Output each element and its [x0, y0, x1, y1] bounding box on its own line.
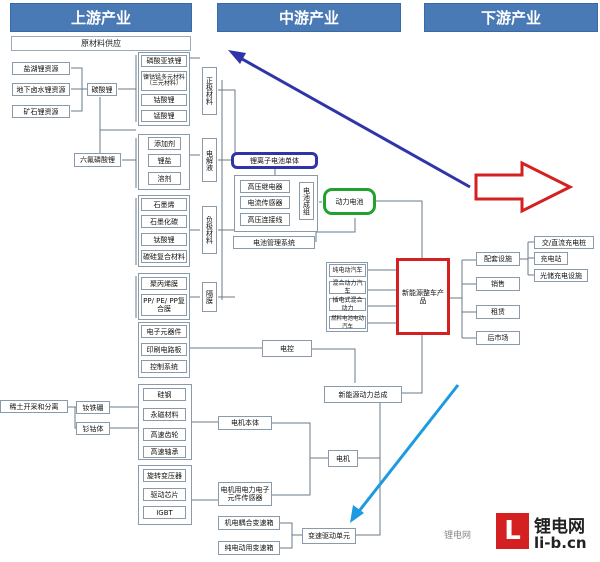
vehicle-hev: 混合动力汽车 [329, 280, 366, 295]
cathode-lmo: 锰酸锂 [141, 110, 187, 122]
input-brine: 地下卤水锂资源 [12, 83, 70, 96]
pcb: 印刷电路板 [141, 343, 187, 356]
vehicle-fcev: 燃料电池电动汽车 [329, 315, 366, 330]
hs-bearing: 高速轴承 [143, 446, 186, 458]
cathode-label: 正极材料 [202, 67, 217, 115]
anode-si-c: 碳硅复合材料 [141, 250, 187, 263]
facility-charging-station: 充电站 [534, 252, 568, 265]
electrolyte-salt: 锂盐 [148, 154, 181, 167]
battery-cell: 锂离子电池单体 [231, 152, 318, 169]
electrolyte-solvent: 溶剂 [148, 172, 181, 185]
control-system: 控制系统 [141, 360, 187, 373]
header-midstream: 中游产业 [217, 3, 401, 32]
part-relay: 高压继电器 [240, 180, 290, 193]
gearbox-coupling: 机电耦合变速箱 [218, 516, 280, 530]
rare-earth: 稀土开采和分离 [0, 400, 68, 413]
hs-gear: 高速齿轮 [143, 428, 186, 441]
motor-body: 电机本体 [218, 416, 272, 430]
watermark-text: 锂电网 [444, 531, 472, 541]
gearbox-ev: 纯电动用变速箱 [218, 541, 280, 555]
separator-composite: PP/ PE/ PP复合膜 [141, 294, 187, 316]
nev-product: 新能源整车产品 [396, 258, 450, 335]
drive-unit: 变速驱动单元 [302, 528, 356, 544]
separator-label: 隔膜 [202, 282, 217, 312]
vehicle-phev: 插电式混合动力 [329, 297, 366, 312]
downstream-aftermarket: 后市场 [476, 331, 520, 345]
header-upstream: 上游产业 [10, 3, 192, 32]
facility-charging-pile: 交/直流充电桩 [534, 236, 594, 249]
anode-graphitized-carbon: 石墨化碳 [141, 215, 187, 228]
raw-supply-label: 原材料供应 [11, 36, 191, 51]
anode-lto: 钛酸锂 [141, 233, 187, 246]
electrolyte-additive: 添加剂 [148, 137, 181, 150]
part-current-sensor: 电流传感器 [240, 196, 290, 209]
cathode-lco: 钴酸锂 [141, 94, 187, 106]
bms: 电池管理系统 [233, 236, 315, 249]
lithium-carbonate: 碳酸锂 [87, 83, 117, 96]
motor-electronics: 电机用电力电子元件传感器 [218, 482, 272, 506]
power-battery: 动力电池 [323, 188, 376, 215]
separator-pp: 聚丙烯膜 [141, 277, 187, 290]
anode-graphene: 石墨烯 [141, 198, 187, 211]
electrolyte-label: 电解液 [202, 138, 217, 182]
part-hv-cable: 高压连接线 [240, 213, 290, 226]
motor: 电机 [328, 450, 358, 467]
igbt: IGBT [143, 506, 186, 519]
red-arrow [474, 160, 574, 214]
downstream-facilities: 配套设施 [476, 252, 520, 266]
cyan-arrow [354, 384, 460, 516]
nev-powertrain: 新能源动力总成 [324, 386, 402, 403]
battery-system-label: 电池成组 [299, 182, 314, 220]
lithium-hexafluorophosphate: 六氟磷酸锂 [74, 153, 121, 167]
downstream-leasing: 租赁 [476, 305, 520, 319]
cathode-ncm: 镍钴锰多元材料（三元材料） [141, 71, 187, 91]
vehicle-bev: 纯电动汽车 [329, 264, 366, 277]
header-downstream: 下游产业 [424, 3, 598, 32]
resolver: 旋转变压器 [143, 469, 186, 482]
input-ore: 矿石锂资源 [12, 105, 70, 118]
permanent-magnet: 永磁材料 [143, 408, 186, 421]
ndfeb: 钕铁硼 [76, 401, 110, 414]
motor-control: 电控 [262, 340, 312, 357]
logo-site: li-b.cn [534, 534, 587, 552]
anode-label: 负极材料 [202, 206, 217, 254]
silicon-steel: 硅钢 [143, 388, 186, 401]
input-salt-lake: 盐湖锂资源 [12, 62, 70, 75]
downstream-sales: 销售 [476, 277, 520, 291]
electronic-components: 电子元器件 [141, 325, 187, 338]
logo-icon: L [496, 513, 529, 549]
drive-chip: 驱动芯片 [143, 488, 186, 501]
logo-name: 锂电网 [534, 517, 585, 537]
blue-arrow [234, 53, 471, 189]
smco: 钐钴体 [76, 422, 110, 435]
facility-pv-storage: 光储充电设施 [534, 269, 588, 282]
cathode-lfp: 磷酸亚铁锂 [141, 55, 187, 67]
